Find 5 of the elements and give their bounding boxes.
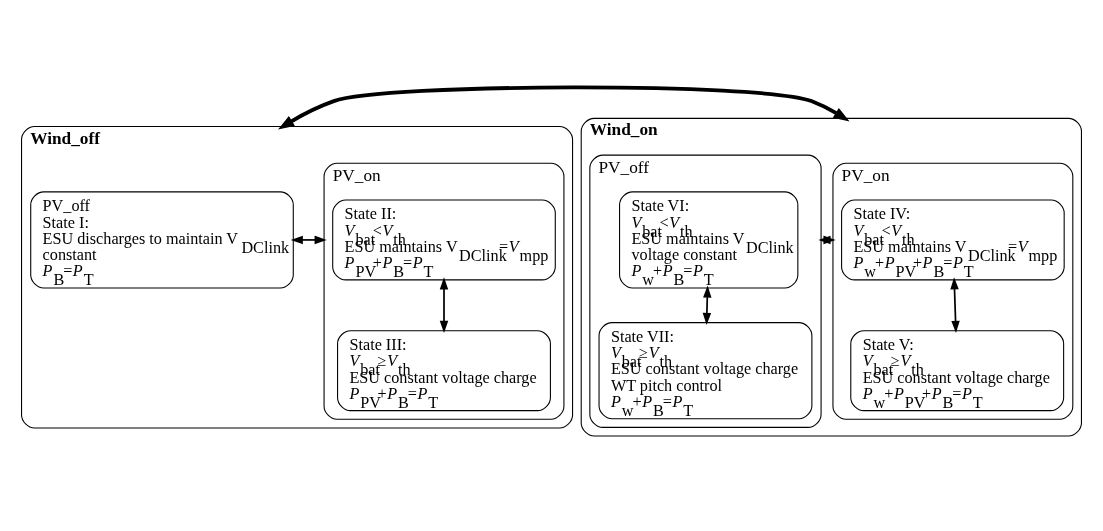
arrow <box>278 85 850 129</box>
arrow <box>950 276 960 333</box>
arrow <box>702 285 712 325</box>
arrow <box>439 276 449 333</box>
arrow <box>290 235 327 244</box>
